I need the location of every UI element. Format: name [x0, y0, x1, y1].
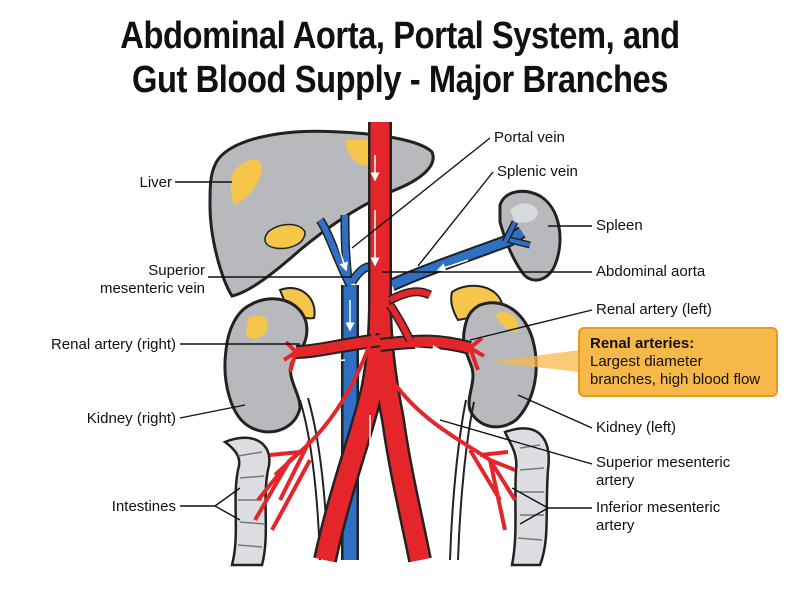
- label-renal-artery-right: Renal artery (right): [50, 336, 176, 353]
- label-inferior-mesenteric-artery: Inferior mesenteric artery: [596, 499, 720, 535]
- label-portal-vein: Portal vein: [494, 129, 565, 146]
- intestines-left: [222, 436, 271, 567]
- page-title: Abdominal Aorta, Portal System, and Gut …: [56, 14, 744, 102]
- label-smv-line-2: mesenteric vein: [99, 280, 205, 297]
- callout-line-1: Largest diameter: [590, 353, 703, 370]
- leader-lines: [175, 137, 593, 525]
- label-liver: Liver: [139, 174, 172, 191]
- label-superior-mesenteric-vein: Superior mesenteric vein: [40, 262, 205, 298]
- abdominal-aorta-system: [253, 122, 517, 563]
- label-ima-line-1: Inferior mesenteric: [596, 499, 721, 516]
- spleen: [498, 189, 562, 282]
- liver: [208, 129, 435, 298]
- label-sma-line-1: Superior mesenteric: [596, 454, 731, 471]
- callout-title: Renal arteries:: [590, 335, 695, 352]
- label-abdominal-aorta: Abdominal aorta: [596, 263, 706, 280]
- callout-line-2: branches, high blood flow: [590, 371, 761, 388]
- label-superior-mesenteric-artery: Superior mesenteric artery: [596, 454, 730, 490]
- label-splenic-vein: Splenic vein: [497, 163, 578, 180]
- label-smv-line-1: Superior: [148, 262, 205, 279]
- title-line-2: Gut Blood Supply - Major Branches: [132, 59, 668, 101]
- label-sma-line-2: artery: [596, 472, 635, 489]
- renal-arteries-callout: Renal arteries: Largest diameter branche…: [578, 327, 778, 397]
- title-line-1: Abdominal Aorta, Portal System, and: [120, 15, 680, 57]
- callout-pointer: [490, 350, 580, 372]
- kidney-right: [223, 287, 316, 434]
- label-kidney-left: Kidney (left): [596, 419, 677, 436]
- label-renal-artery-left: Renal artery (left): [596, 301, 712, 318]
- label-spleen: Spleen: [596, 217, 643, 234]
- label-ima-line-2: artery: [596, 517, 635, 534]
- portal-venous-system: [316, 214, 531, 560]
- label-kidney-right: Kidney (right): [86, 410, 176, 427]
- kidney-left: [450, 284, 538, 429]
- label-intestines: Intestines: [111, 498, 176, 515]
